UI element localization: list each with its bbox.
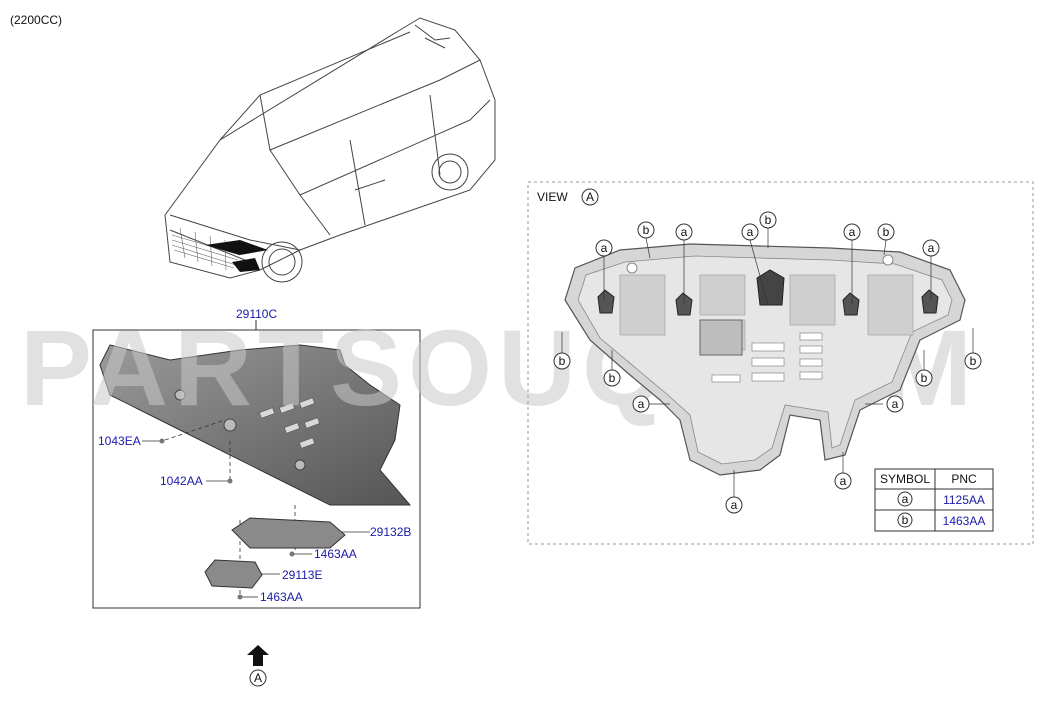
- legend-header-pnc: PNC: [951, 472, 977, 486]
- sub-plate-29132b: [231, 517, 346, 549]
- view-a-leaders: [561, 228, 974, 498]
- svg-text:a: a: [601, 241, 608, 255]
- legend-header-symbol: SYMBOL: [880, 472, 930, 486]
- callout-b: b: [759, 211, 777, 229]
- van-underbody-highlight-front: [232, 258, 260, 272]
- svg-text:b: b: [765, 213, 772, 227]
- view-a-plate: [564, 243, 966, 476]
- part-1043ea[interactable]: 1043EA: [98, 434, 141, 448]
- svg-text:a: a: [747, 225, 754, 239]
- svg-text:a: a: [849, 225, 856, 239]
- callout-b: b: [603, 369, 621, 387]
- callout-a: a: [741, 223, 759, 241]
- callout-b: b: [877, 223, 895, 241]
- callout-a: a: [595, 239, 613, 257]
- sub-plate-29113e: [204, 559, 263, 589]
- callout-b: b: [637, 221, 655, 239]
- part-1042aa[interactable]: 1042AA: [160, 474, 203, 488]
- van-illustration: [164, 17, 496, 283]
- bolt-1463aa-lower: [237, 594, 243, 600]
- part-1463aa-lower[interactable]: 1463AA: [260, 590, 303, 604]
- callout-a: a: [725, 496, 743, 514]
- legend-symbol-b: b: [902, 513, 909, 527]
- svg-text:b: b: [559, 354, 566, 368]
- engine-label: (2200CC): [10, 13, 62, 27]
- bolt-1042aa: [227, 478, 233, 484]
- callout-a: a: [632, 395, 650, 413]
- view-direction-arrow: [247, 645, 269, 666]
- svg-text:a: a: [840, 474, 847, 488]
- svg-text:b: b: [609, 371, 616, 385]
- callout-a: a: [843, 223, 861, 241]
- svg-text:b: b: [970, 354, 977, 368]
- callout-a: a: [922, 239, 940, 257]
- view-title-circle: [581, 188, 599, 206]
- bolt-1043ea: [159, 438, 165, 444]
- svg-text:a: a: [892, 397, 899, 411]
- van-underbody-highlight: [205, 240, 268, 255]
- callout-a: a: [834, 472, 852, 490]
- callout-b: b: [964, 352, 982, 370]
- svg-text:a: a: [928, 241, 935, 255]
- callout-a: a: [675, 223, 693, 241]
- bolt-1463aa-upper: [289, 551, 295, 557]
- part-29113e[interactable]: 29113E: [282, 568, 322, 582]
- view-arrow-circle: [249, 669, 267, 687]
- view-title: VIEW: [537, 190, 568, 204]
- legend-symbol-a: a: [902, 492, 909, 506]
- view-title-letter: A: [586, 190, 594, 204]
- svg-text:b: b: [883, 225, 890, 239]
- view-arrow-letter: A: [254, 671, 262, 685]
- svg-text:a: a: [681, 225, 688, 239]
- legend-table: SYMBOL PNC a 1125AA b 1463AA: [874, 468, 994, 532]
- legend-pnc-1125aa[interactable]: 1125AA: [943, 493, 985, 507]
- callout-b: b: [915, 369, 933, 387]
- part-29110c[interactable]: 29110C: [236, 307, 277, 321]
- callout-b: b: [553, 352, 571, 370]
- svg-text:b: b: [643, 223, 650, 237]
- svg-text:a: a: [731, 498, 738, 512]
- view-a-frame: [527, 181, 1034, 545]
- under-cover-plate: [99, 344, 412, 506]
- svg-text:b: b: [921, 371, 928, 385]
- legend-pnc-1463aa[interactable]: 1463AA: [943, 514, 986, 528]
- svg-text:a: a: [638, 397, 645, 411]
- callout-a: a: [886, 395, 904, 413]
- part-1463aa-upper[interactable]: 1463AA: [314, 547, 357, 561]
- part-29132b[interactable]: 29132B: [370, 525, 411, 539]
